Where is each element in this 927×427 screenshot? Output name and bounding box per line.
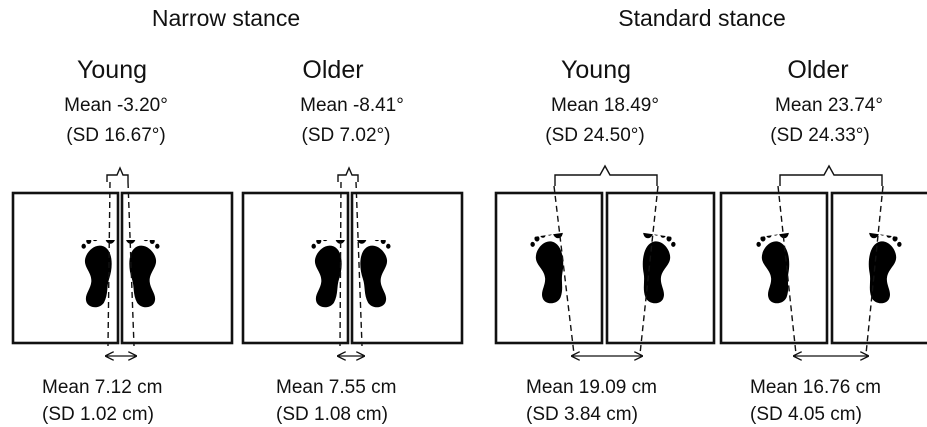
angle-mean-narrow-young: Mean -3.20° [64,95,168,116]
width-sd-standard-older: (SD 4.05 cm) [750,404,862,425]
width-mean-standard-older: Mean 16.76 cm [750,377,881,398]
width-sd-narrow-young: (SD 1.02 cm) [42,404,154,425]
stance-title-standard: Standard stance [618,5,786,31]
angle-mean-standard-young: Mean 18.49° [551,95,659,116]
angle-mean-narrow-older: Mean -8.41° [300,95,404,116]
foot-axis-line [339,181,342,347]
width-sd-narrow-older: (SD 1.08 cm) [276,404,388,425]
foot-axis-line [107,181,111,347]
angle-mean-standard-older: Mean 23.74° [775,95,883,116]
angle-sd-standard-young: (SD 24.50°) [545,125,644,146]
group-label-narrow-young: Young [77,56,147,84]
width-mean-standard-young: Mean 19.09 cm [526,377,657,398]
width-sd-standard-young: (SD 3.84 cm) [526,404,638,425]
foot-axis-line [355,181,363,347]
angle-brace-standard-older [779,164,883,186]
angle-sd-narrow-young: (SD 16.67°) [66,125,165,146]
width-mean-narrow-older: Mean 7.55 cm [276,377,396,398]
angle-brace-standard-young [554,164,658,186]
group-label-standard-young: Young [561,56,631,84]
angle-brace-narrow-young [106,166,129,182]
width-mean-narrow-young: Mean 7.12 cm [42,377,162,398]
foot-axis-line [553,185,575,355]
stance-title-narrow: Narrow stance [152,5,300,31]
group-label-narrow-older: Older [302,56,363,84]
angle-sd-narrow-older: (SD 7.02°) [302,125,391,146]
foot-axis-line [639,185,659,355]
angle-brace-narrow-older [337,166,359,182]
foot-axis-line [127,181,135,347]
foot-axis-line [865,185,884,355]
angle-sd-standard-older: (SD 24.33°) [770,125,869,146]
foot-axis-line [777,185,797,355]
group-label-standard-older: Older [787,56,848,84]
